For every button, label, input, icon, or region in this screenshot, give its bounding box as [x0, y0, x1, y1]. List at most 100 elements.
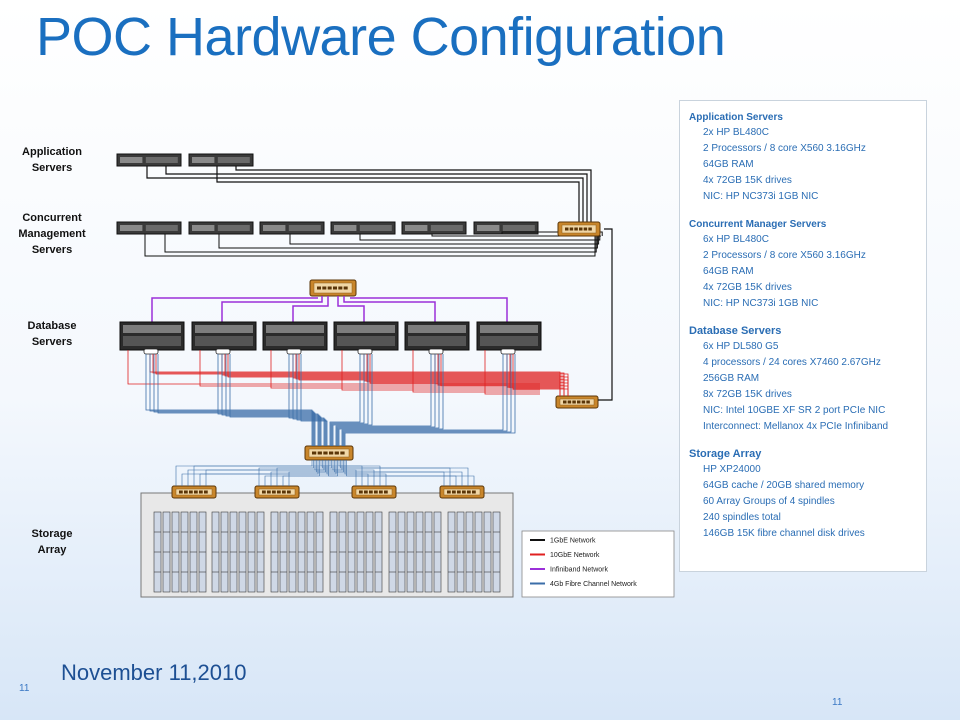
- network-cable: [412, 350, 540, 393]
- server-bay: [120, 225, 143, 231]
- network-cable: [292, 296, 329, 322]
- spec-heading: Application Servers: [689, 112, 783, 123]
- server-bay: [195, 336, 253, 346]
- network-cable: [288, 460, 344, 486]
- switch-port: [577, 400, 581, 404]
- hba-card: [357, 348, 373, 355]
- network-cable: [332, 354, 373, 446]
- network-cable: [598, 290, 613, 401]
- network-cable: [331, 354, 369, 446]
- presentation-date: November 11,2010: [61, 660, 247, 685]
- switch-port: [179, 490, 183, 494]
- network-cable: [181, 460, 319, 486]
- switch-port: [567, 400, 572, 404]
- switch-port: [262, 490, 266, 494]
- switch-port: [574, 227, 578, 231]
- server-bay: [192, 225, 215, 231]
- switch-port: [340, 451, 345, 455]
- legend-box: [521, 530, 675, 598]
- spec-line: 64GB RAM: [703, 266, 754, 277]
- switch-port: [588, 227, 592, 231]
- label-line: Database: [27, 320, 77, 332]
- switch-port: [447, 490, 451, 494]
- network-cable: [218, 234, 598, 249]
- switch-port: [369, 490, 373, 494]
- page-number-right: 11: [832, 697, 843, 708]
- spec-line: 146GB 15K fibre channel disk drives: [703, 528, 865, 539]
- switch-port: [267, 490, 271, 494]
- network-cable: [431, 234, 601, 237]
- switch-port: [282, 490, 286, 494]
- spec-group-storage-array: Storage Array HP XP24000 64GB cache / 20…: [680, 447, 926, 542]
- spec-group-concurrent-manager-servers: Concurrent Manager Servers 6x HP BL480C …: [680, 217, 926, 312]
- network-cable: [337, 354, 440, 446]
- server-bay: [502, 225, 535, 231]
- hba-card: [215, 348, 231, 355]
- switch-port: [583, 227, 588, 231]
- network-cable: [350, 297, 508, 322]
- page-number-left: 11: [19, 683, 30, 694]
- network-cable: [164, 234, 597, 253]
- switch-port: [199, 490, 203, 494]
- server-bay: [123, 336, 181, 346]
- server-bay: [145, 225, 178, 231]
- hba-card: [143, 348, 159, 355]
- spec-line: 256GB RAM: [703, 373, 760, 384]
- switch-port: [467, 490, 471, 494]
- specs-list: Application Servers 2x HP BL480C 2 Proce…: [680, 110, 926, 542]
- server-bay: [217, 157, 250, 163]
- server-bay: [477, 225, 500, 231]
- spec-line: NIC: HP NC373i 1GB NIC: [703, 191, 819, 202]
- switch-port: [333, 286, 337, 290]
- switch-port: [287, 490, 291, 494]
- switch-port: [364, 490, 368, 494]
- network-cable: [501, 231, 603, 236]
- network-cable: [342, 354, 508, 446]
- spec-line: HP XP24000: [703, 464, 761, 475]
- network-cable: [341, 354, 504, 446]
- network-cable: [264, 460, 320, 486]
- switch-port: [452, 490, 456, 494]
- label-line: Management: [18, 228, 86, 240]
- switch-port: [189, 490, 193, 494]
- switch-port: [329, 451, 334, 455]
- specs-panel: Application Servers 2x HP BL480C 2 Proce…: [679, 100, 927, 572]
- switch-port: [334, 451, 339, 455]
- switch-port: [457, 490, 461, 494]
- server-bay: [266, 336, 324, 346]
- spec-line: NIC: HP NC373i 1GB NIC: [703, 298, 819, 309]
- network-cable: [217, 354, 319, 446]
- network-cable: [235, 166, 592, 222]
- spec-line: 2 Processors / 8 core X560 3.16GHz: [703, 250, 866, 261]
- network-cable: [258, 460, 314, 486]
- server-bay: [480, 325, 538, 333]
- legend-label: 1GbE Network: [550, 538, 596, 545]
- spec-line: 2x HP BL480C: [703, 127, 769, 138]
- spec-line: Interconnect: Mellanox 4x PCIe Infiniban…: [703, 421, 889, 432]
- hba-card: [428, 348, 444, 355]
- network-cable: [509, 354, 565, 396]
- network-cable: [296, 354, 327, 446]
- network-cable: [359, 234, 601, 241]
- switch-port: [322, 286, 327, 290]
- switch-port: [312, 451, 317, 455]
- network-cable: [175, 460, 313, 486]
- server-bay: [192, 157, 215, 163]
- switch-port: [572, 400, 576, 404]
- switch-port: [194, 490, 198, 494]
- network-cable: [329, 354, 361, 446]
- spec-line: 240 spindles total: [703, 512, 781, 523]
- server-bay: [337, 336, 395, 346]
- label-line: Concurrent: [22, 212, 82, 224]
- network-cable: [165, 166, 588, 222]
- network-cable: [337, 296, 365, 322]
- spec-line: 64GB cache / 20GB shared memory: [703, 480, 865, 491]
- label-line: Servers: [31, 162, 73, 174]
- server-bay: [337, 325, 395, 333]
- label-line: Storage: [31, 528, 73, 540]
- network-cable: [343, 354, 512, 446]
- switch-port: [379, 490, 383, 494]
- network-cable: [144, 234, 596, 257]
- switch-port: [586, 400, 590, 404]
